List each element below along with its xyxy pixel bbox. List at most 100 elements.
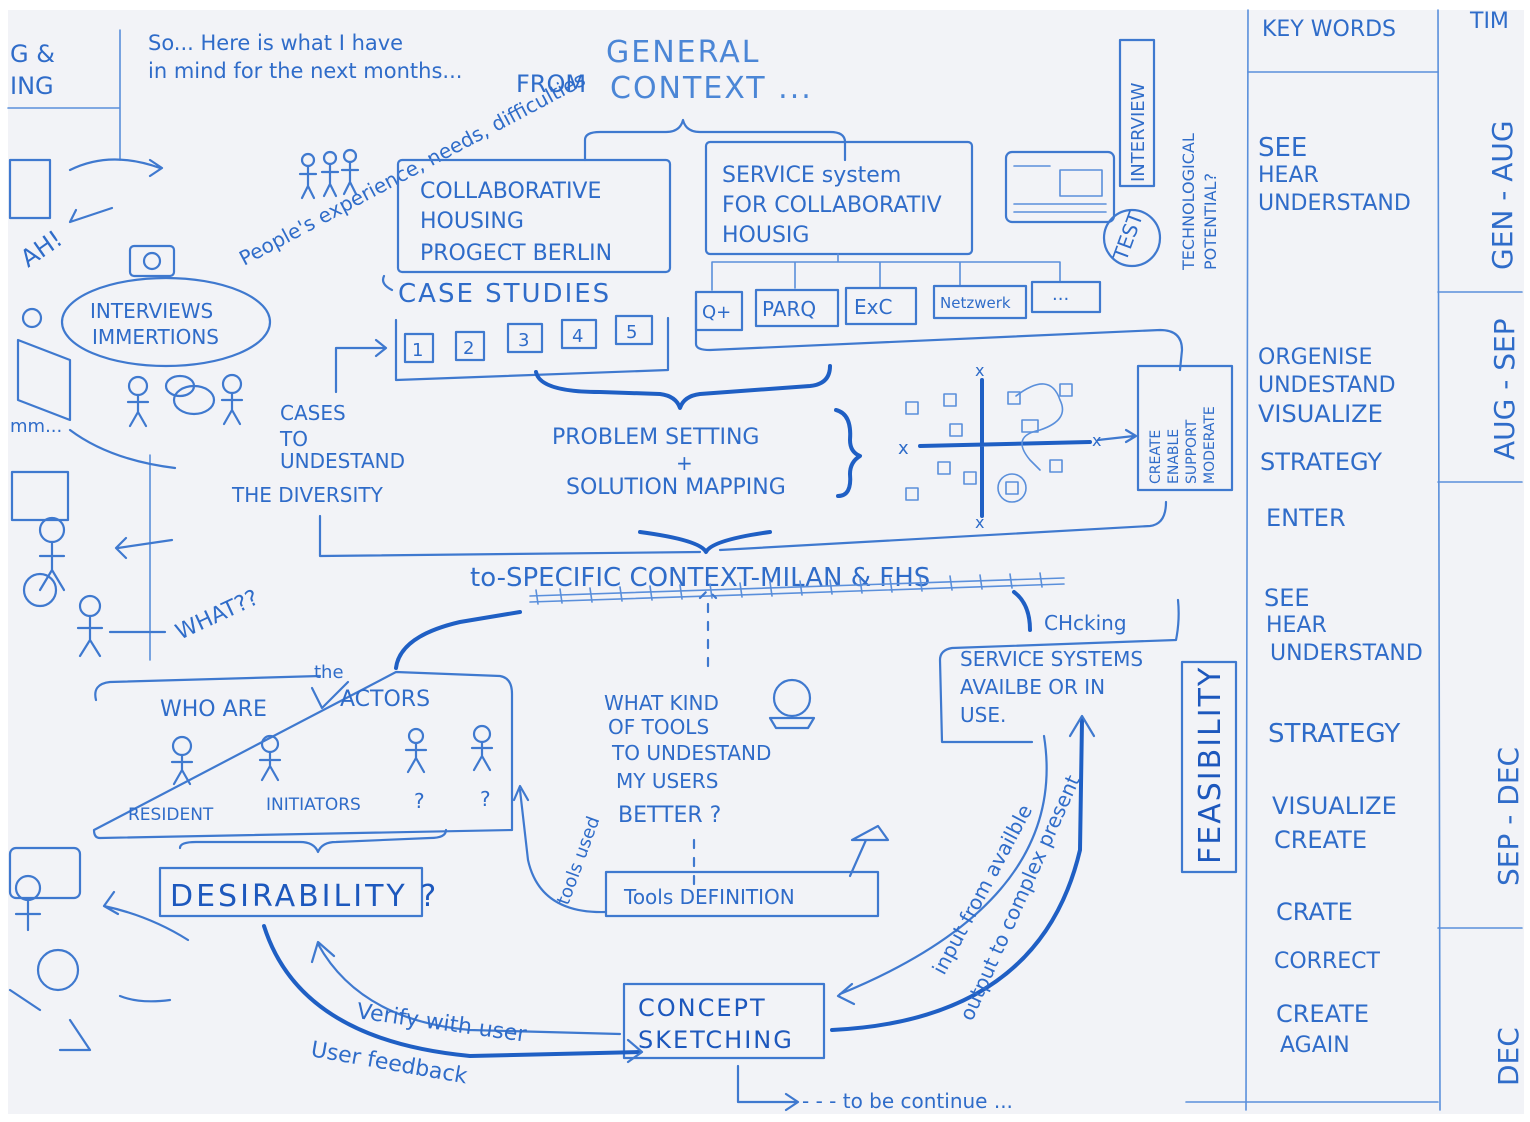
case-number-3: 3 [506, 322, 544, 354]
svg-text:4: 4 [572, 326, 583, 347]
actor-label-3: ? [414, 789, 425, 813]
period-2: AUG - SEP [1488, 318, 1521, 460]
checking-box: CHcking SERVICE SYSTEMS AVAILBE OR IN US… [938, 598, 1180, 744]
tools-q-line-1: WHAT KIND [604, 691, 719, 715]
specific-label: to-SPECIFIC CONTEXT-MILAN & FHS [470, 563, 930, 593]
notebook-icon [8, 158, 52, 220]
cases-line-1: CASES [280, 401, 346, 425]
svg-text:ORGENISE: ORGENISE [1258, 345, 1372, 370]
svg-text:CREATE: CREATE [1274, 826, 1367, 854]
svg-text:SEE: SEE [1264, 584, 1310, 612]
people-cluster: People's experience, needs, difficulties [235, 67, 589, 271]
technological-note: TECHNOLOGICAL POTENTIAL? [1179, 133, 1220, 271]
actors-box: WHO ARE the ACTORS RESIDENT INITIATORS ?… [92, 662, 514, 840]
actors-title-the: the [314, 662, 344, 683]
continue-label: - - - to be continue ... [802, 1089, 1013, 1113]
interview-badge: INTERVIEW [1118, 38, 1156, 188]
svg-text:SEE: SEE [1258, 133, 1307, 163]
service-case-3: ExC [844, 286, 918, 326]
tools-question: WHAT KIND OF TOOLS TO UNDESTAND MY USERS… [604, 678, 816, 886]
actors-title-actors: ACTORS [340, 687, 430, 712]
lamp-icon [848, 824, 890, 878]
intro-note: So... Here is what I have in mind for th… [148, 31, 811, 106]
service-line-3: HOUSIG [722, 223, 809, 248]
checking-label: CHcking [1044, 611, 1127, 635]
svg-text:AGAIN: AGAIN [1280, 1033, 1350, 1058]
feasibility-box: FEASIBILITY [1180, 660, 1238, 874]
svg-text:ENTER: ENTER [1266, 504, 1346, 532]
tech-line-2: POTENTIAL? [1201, 173, 1220, 270]
role-4: MODERATE [1202, 406, 1218, 484]
actor-label-2: INITIATORS [266, 795, 361, 815]
case-number-1: 1 [403, 332, 435, 364]
svg-text:HEAR: HEAR [1258, 163, 1319, 188]
timeline-header-keywords: KEY WORDS [1262, 17, 1396, 42]
verify-label: Verify with user [355, 999, 529, 1048]
tools-q-line-5: BETTER ? [618, 803, 721, 828]
collab-line-1: COLLABORATIVE [420, 179, 601, 204]
mm-label: mm... [10, 416, 62, 437]
concept-line-1: CONCEPT [638, 994, 767, 1022]
roles-box: CREATE ENABLE SUPPORT MODERATE [1136, 364, 1234, 492]
cases-line-3: UNDESTAND [280, 449, 405, 473]
svg-text:3: 3 [518, 330, 529, 351]
problem-setting: PROBLEM SETTING + SOLUTION MAPPING [552, 408, 862, 500]
interviews-line-1: INTERVIEWS [90, 299, 213, 323]
svg-text:Netzwerk: Netzwerk [940, 294, 1011, 312]
collab-line-2: HOUSING [420, 209, 524, 234]
ah-label: AH! [15, 225, 67, 273]
tech-line-1: TECHNOLOGICAL [1179, 133, 1198, 271]
svg-text:1: 1 [412, 340, 423, 361]
matrix-y-bottom: x [975, 513, 984, 532]
tools-q-line-4: MY USERS [616, 769, 718, 793]
interviews-bubble: INTERVIEWS IMMERTIONS [60, 276, 272, 428]
svg-text:PARQ: PARQ [762, 297, 816, 321]
book-icon [16, 338, 72, 422]
svg-text:HEAR: HEAR [1266, 613, 1327, 638]
what-label: WHAT?? [172, 585, 263, 645]
svg-text:STRATEGY: STRATEGY [1268, 719, 1400, 749]
service-case-5: ... [1030, 280, 1102, 314]
tools-definition-box: Tools DEFINITION [604, 824, 890, 918]
frame-lines [7, 9, 1523, 1111]
actors-title-who: WHO ARE [160, 697, 267, 722]
matrix-y-top: x [975, 361, 984, 380]
svg-text:CORRECT: CORRECT [1274, 949, 1381, 974]
people-note: People's experience, needs, difficulties [235, 67, 589, 271]
browser-sketch [1004, 150, 1116, 224]
margin-fragment-1: G & [10, 40, 55, 68]
role-1: CREATE [1148, 430, 1164, 484]
case-number-2: 2 [454, 330, 486, 362]
camera-icon [128, 244, 176, 278]
tools-used-label: tools used [553, 814, 604, 908]
case-studies: CASE STUDIES 1 2 3 4 5 [381, 274, 670, 382]
feasibility-label: FEASIBILITY [1193, 666, 1228, 864]
svg-text:VISUALIZE: VISUALIZE [1258, 400, 1383, 428]
interviews-line-2: IMMERTIONS [92, 325, 219, 349]
specific-context: to-SPECIFIC CONTEXT-MILAN & FHS [470, 563, 1065, 605]
sketch-paper [8, 10, 1524, 1114]
svg-text:CRATE: CRATE [1276, 898, 1353, 926]
svg-text:5: 5 [626, 322, 637, 343]
svg-text:UNDERSTAND: UNDERSTAND [1270, 641, 1423, 666]
service-avail-line-2: AVAILBE OR IN [960, 675, 1105, 699]
general-label: GENERAL [606, 35, 760, 70]
monitor-icon [8, 846, 82, 900]
cases-line-4: THE DIVERSITY [231, 483, 384, 507]
svg-text:Q+: Q+ [702, 302, 731, 323]
collab-housing-box: COLLABORATIVE HOUSING PROGECT BERLIN [396, 158, 672, 274]
matrix-x-right: x [1092, 431, 1101, 450]
service-line-2: FOR COLLABORATIV [722, 193, 942, 218]
service-cases: Q+ PARQ ExC Netzwerk ... [694, 253, 1184, 372]
desirability-label: DESIRABILITY ? [170, 879, 439, 914]
svg-text:VISUALIZE: VISUALIZE [1272, 792, 1397, 820]
cases-line-2: TO [279, 427, 308, 451]
tools-def-label: Tools DEFINITION [623, 885, 795, 909]
svg-text:STRATEGY: STRATEGY [1260, 448, 1382, 476]
timeline-block-1: SEE HEAR UNDERSTAND GEN - AUG [1258, 120, 1519, 270]
timeline-block-4: CRATE CORRECT CREATE AGAIN DEC [1274, 898, 1525, 1086]
svg-text:ExC: ExC [854, 295, 892, 319]
service-case-4: Netzwerk [932, 284, 1028, 320]
service-system-box: SERVICE system FOR COLLABORATIV HOUSIG [704, 140, 974, 256]
